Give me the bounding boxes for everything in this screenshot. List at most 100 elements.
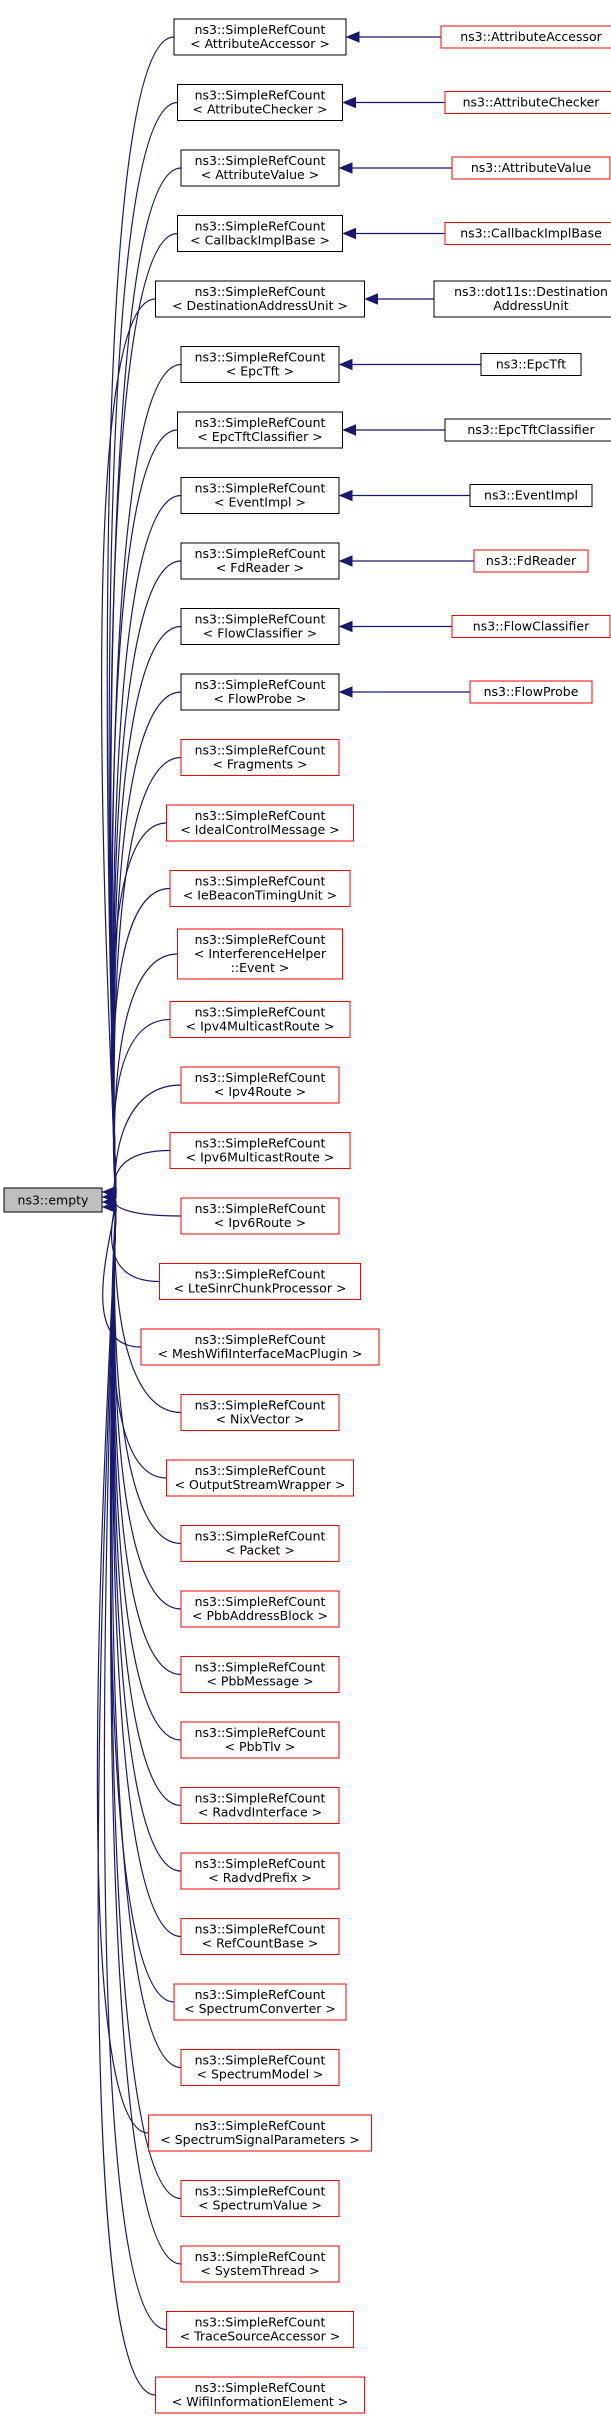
node-pbbtlv-box bbox=[180, 1721, 340, 1759]
node-ns3-attributeaccessor[interactable]: ns3::AttributeAccessor bbox=[440, 25, 611, 49]
node-fragments[interactable]: ns3::SimpleRefCount< Fragments > bbox=[180, 739, 340, 776]
node-radvdinterface-label-line-2: < RadvdInterface > bbox=[198, 1805, 322, 1820]
node-ns3-fdreader[interactable]: ns3::FdReader bbox=[473, 549, 589, 573]
node-idealcontrolmessage[interactable]: ns3::SimpleRefCount< IdealControlMessage… bbox=[166, 804, 354, 842]
node-eventimpl-box bbox=[180, 477, 340, 514]
node-spectrumconverter[interactable]: ns3::SimpleRefCount< SpectrumConverter > bbox=[173, 1983, 347, 2021]
arrowhead-node-ns3-callbackimplbase bbox=[342, 227, 356, 240]
node-ns3-flowclassifier-box bbox=[451, 615, 611, 638]
arrowhead-node-ns3-flowclassifier bbox=[338, 620, 353, 633]
node-ns3-flowprobe[interactable]: ns3::FlowProbe bbox=[469, 680, 593, 704]
node-nixvector[interactable]: ns3::SimpleRefCount< NixVector > bbox=[180, 1394, 340, 1431]
node-spectrumsignalparameters[interactable]: ns3::SimpleRefCount< SpectrumSignalParam… bbox=[148, 2114, 372, 2152]
node-refcountbase-box bbox=[180, 1918, 340, 1955]
node-radvdinterface[interactable]: ns3::SimpleRefCount< RadvdInterface > bbox=[180, 1787, 340, 1824]
node-ns3-callbackimplbase[interactable]: ns3::CallbackImplBase bbox=[444, 222, 611, 245]
edge-node-ipv4multicastroute-to-root bbox=[112, 1018, 171, 1199]
node-epctftclassifier[interactable]: ns3::SimpleRefCount< EpcTftClassifier > bbox=[177, 411, 343, 449]
node-ns3-epctftclassifier[interactable]: ns3::EpcTftClassifier bbox=[444, 418, 611, 442]
node-tracesourceaccessor[interactable]: ns3::SimpleRefCount< TraceSourceAccessor… bbox=[166, 2311, 354, 2348]
node-ipv4route-label-line-1: ns3::SimpleRefCount bbox=[195, 1070, 326, 1085]
node-spectrumsignalparameters-label-line-1: ns3::SimpleRefCount bbox=[195, 2118, 326, 2133]
node-systemthread-box bbox=[180, 2245, 340, 2283]
node-epctft[interactable]: ns3::SimpleRefCount< EpcTft > bbox=[180, 346, 340, 383]
node-tracesourceaccessor-label-line-1: ns3::SimpleRefCount bbox=[195, 2315, 326, 2330]
node-destinationaddressunit[interactable]: ns3::SimpleRefCount< DestinationAddressU… bbox=[155, 280, 365, 318]
node-wifiinformationelement-box bbox=[155, 2376, 365, 2414]
node-eventimpl-label-line-2: < EventImpl > bbox=[214, 495, 306, 510]
node-spectrumsignalparameters-box bbox=[148, 2114, 372, 2152]
node-ns3-callbackimplbase-label-line-1: ns3::CallbackImplBase bbox=[460, 226, 602, 241]
node-ipv6multicastroute[interactable]: ns3::SimpleRefCount< Ipv6MulticastRoute … bbox=[169, 1132, 351, 1169]
node-systemthread[interactable]: ns3::SimpleRefCount< SystemThread > bbox=[180, 2245, 340, 2283]
node-ns3-empty[interactable]: ns3::empty bbox=[3, 1187, 103, 1213]
node-ipv6route[interactable]: ns3::SimpleRefCount< Ipv6Route > bbox=[180, 1197, 340, 1235]
node-callbackimplbase[interactable]: ns3::SimpleRefCount< CallbackImplBase > bbox=[177, 215, 343, 252]
node-attributevalue[interactable]: ns3::SimpleRefCount< AttributeValue > bbox=[180, 149, 340, 187]
node-attributevalue-label-line-1: ns3::SimpleRefCount bbox=[195, 153, 326, 168]
node-ns3-attributevalue-box bbox=[451, 156, 611, 180]
node-ns3-dot11s-destination-addressunit-label-line-1: ns3::dot11s::Destination bbox=[454, 284, 608, 299]
node-nixvector-label-line-2: < NixVector > bbox=[216, 1412, 305, 1427]
node-callbackimplbase-label-line-2: < CallbackImplBase > bbox=[190, 233, 330, 248]
node-attributevalue-box bbox=[180, 149, 340, 187]
node-ns3-flowclassifier[interactable]: ns3::FlowClassifier bbox=[451, 615, 611, 638]
node-ns3-dot11s-destination-addressunit[interactable]: ns3::dot11s::DestinationAddressUnit bbox=[433, 280, 611, 318]
edge-node-spectrumconverter-to-root bbox=[109, 1208, 175, 2003]
node-epctftclassifier-label-line-1: ns3::SimpleRefCount bbox=[195, 415, 326, 430]
node-ns3-epctft[interactable]: ns3::EpcTft bbox=[480, 353, 582, 376]
arrowhead-node-ns3-flowprobe bbox=[338, 686, 353, 698]
node-meshwifiinterfacemacplugin[interactable]: ns3::SimpleRefCount< MeshWifiInterfaceMa… bbox=[140, 1328, 380, 1366]
node-attributeaccessor-label-line-2: < AttributeAccessor > bbox=[190, 36, 330, 51]
node-eventimpl[interactable]: ns3::SimpleRefCount< EventImpl > bbox=[180, 477, 340, 514]
node-spectrumvalue[interactable]: ns3::SimpleRefCount< SpectrumValue > bbox=[180, 2180, 340, 2217]
node-ltesinrchunkprocessor[interactable]: ns3::SimpleRefCount< LteSinrChunkProcess… bbox=[159, 1263, 361, 1300]
node-radvdinterface-box bbox=[180, 1787, 340, 1824]
node-pbbaddressblock[interactable]: ns3::SimpleRefCount< PbbAddressBlock > bbox=[180, 1590, 340, 1628]
node-radvdprefix[interactable]: ns3::SimpleRefCount< RadvdPrefix > bbox=[180, 1852, 340, 1890]
node-spectrumvalue-box bbox=[180, 2180, 340, 2217]
node-pbbtlv[interactable]: ns3::SimpleRefCount< PbbTlv > bbox=[180, 1721, 340, 1759]
node-epctft-label-line-2: < EpcTft > bbox=[226, 364, 294, 379]
node-fdreader[interactable]: ns3::SimpleRefCount< FdReader > bbox=[180, 542, 340, 580]
node-flowprobe[interactable]: ns3::SimpleRefCount< FlowProbe > bbox=[180, 673, 340, 711]
edge-node-attributeaccessor-to-root bbox=[106, 36, 175, 1191]
node-ns3-attributevalue[interactable]: ns3::AttributeValue bbox=[451, 156, 611, 180]
node-ipv6multicastroute-label-line-2: < Ipv6MulticastRoute > bbox=[186, 1150, 335, 1165]
node-ipv6route-box bbox=[180, 1197, 340, 1235]
node-ns3-attributechecker-label-line-1: ns3::AttributeChecker bbox=[463, 95, 601, 110]
node-radvdprefix-label-line-1: ns3::SimpleRefCount bbox=[195, 1856, 326, 1871]
node-ns3-attributechecker[interactable]: ns3::AttributeChecker bbox=[444, 91, 611, 114]
node-refcountbase[interactable]: ns3::SimpleRefCount< RefCountBase > bbox=[180, 1918, 340, 1955]
node-spectrummodel[interactable]: ns3::SimpleRefCount< SpectrumModel > bbox=[180, 2049, 340, 2086]
node-iebeacontimingunit[interactable]: ns3::SimpleRefCount< IeBeaconTimingUnit … bbox=[169, 870, 351, 907]
node-spectrumconverter-label-line-2: < SpectrumConverter > bbox=[184, 2001, 336, 2016]
node-tracesourceaccessor-label-line-2: < TraceSourceAccessor > bbox=[180, 2329, 341, 2344]
node-ns3-eventimpl[interactable]: ns3::EventImpl bbox=[469, 484, 593, 507]
node-interferencehelper-event-box bbox=[177, 928, 343, 980]
node-iebeacontimingunit-box bbox=[169, 870, 351, 907]
node-spectrumsignalparameters-label-line-2: < SpectrumSignalParameters > bbox=[160, 2132, 359, 2147]
node-interferencehelper-event-label-line-3: ::Event > bbox=[231, 960, 290, 975]
node-attributeaccessor[interactable]: ns3::SimpleRefCount< AttributeAccessor > bbox=[173, 18, 347, 56]
node-packet[interactable]: ns3::SimpleRefCount< Packet > bbox=[180, 1525, 340, 1562]
node-nixvector-label-line-1: ns3::SimpleRefCount bbox=[195, 1398, 326, 1413]
node-fdreader-box bbox=[180, 542, 340, 580]
node-fdreader-label-line-2: < FdReader > bbox=[216, 560, 304, 575]
edge-node-ipv4route-to-root bbox=[114, 1084, 182, 1199]
node-ltesinrchunkprocessor-label-line-2: < LteSinrChunkProcessor > bbox=[174, 1281, 347, 1296]
node-flowclassifier[interactable]: ns3::SimpleRefCount< FlowClassifier > bbox=[180, 608, 340, 645]
node-outputstreamwrapper[interactable]: ns3::SimpleRefCount< OutputStreamWrapper… bbox=[166, 1459, 354, 1497]
node-interferencehelper-event[interactable]: ns3::SimpleRefCount< InterferenceHelper:… bbox=[177, 928, 343, 980]
node-wifiinformationelement[interactable]: ns3::SimpleRefCount< WifiInformationElem… bbox=[155, 2376, 365, 2414]
node-ipv4multicastroute[interactable]: ns3::SimpleRefCount< Ipv4MulticastRoute … bbox=[169, 1001, 351, 1038]
node-flowprobe-label-line-1: ns3::SimpleRefCount bbox=[195, 677, 326, 692]
node-spectrumvalue-label-line-2: < SpectrumValue > bbox=[198, 2198, 322, 2213]
node-ipv4route[interactable]: ns3::SimpleRefCount< Ipv4Route > bbox=[180, 1066, 340, 1104]
node-pbbmessage[interactable]: ns3::SimpleRefCount< PbbMessage > bbox=[180, 1656, 340, 1693]
node-ltesinrchunkprocessor-label-line-1: ns3::SimpleRefCount bbox=[195, 1267, 326, 1282]
node-ns3-attributeaccessor-label-line-1: ns3::AttributeAccessor bbox=[460, 29, 602, 44]
node-ns3-fdreader-box bbox=[473, 549, 589, 573]
node-ltesinrchunkprocessor-box bbox=[159, 1263, 361, 1300]
node-attributechecker[interactable]: ns3::SimpleRefCount< AttributeChecker > bbox=[177, 84, 343, 121]
